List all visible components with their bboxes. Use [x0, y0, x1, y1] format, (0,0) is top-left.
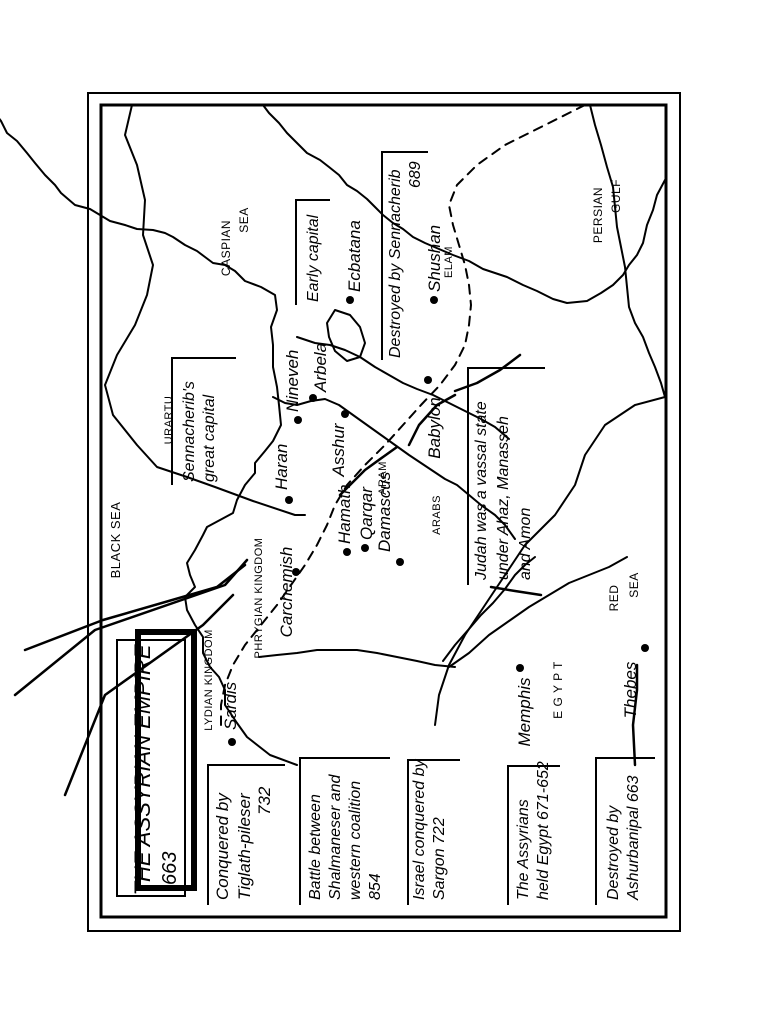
lydian-label: LYDIAN KINGDOM [203, 629, 215, 731]
carchemish-dot [292, 568, 300, 576]
memphis-dot [516, 664, 524, 672]
qarqar-battle-line4: 854 [367, 873, 384, 900]
tiglath-line1: Conquered by [213, 792, 232, 900]
caspian-label-1: CASPIAN [219, 220, 233, 276]
damascus-dot [396, 558, 404, 566]
tiglath-line2: Tiglath-pileser [235, 792, 254, 900]
qarqar-arrow [13, 558, 249, 697]
title-box [116, 629, 197, 897]
persian-label-2: GULF [609, 179, 623, 213]
tigris-river [296, 336, 510, 440]
thebes-dot [641, 644, 649, 652]
asshur-dot [341, 410, 349, 418]
red-sea-label-2: SEA [627, 572, 641, 598]
nineveh-arrow [338, 445, 399, 497]
sardis-label: Sardis [221, 681, 240, 730]
hamath-label: Hamath [335, 484, 354, 544]
israel-line2: Sargon 722 [431, 817, 448, 900]
caspian-label-2: SEA [237, 207, 251, 233]
memphis-label: Memphis [515, 677, 534, 746]
carchemish-label: Carchemish [277, 547, 296, 638]
aram-label: ARAM [377, 461, 389, 495]
egypt-label: E G Y P T [551, 661, 565, 719]
annotation-boxes [171, 151, 655, 905]
black-sea-label: BLACK SEA [108, 502, 123, 579]
nineveh-dot [294, 416, 302, 424]
ecbatana-label: Ecbatana [345, 220, 364, 292]
inner-frame [99, 103, 668, 919]
israel-line1: Israel conquered by [411, 758, 428, 900]
babylon-label: Babylon [425, 397, 444, 458]
qarqar-label: Qarqar [357, 486, 376, 540]
ecbatana-arrow [407, 393, 457, 447]
sennacherib-capital-line1: Sennacherib's [181, 381, 198, 482]
elam-label: ELAM [443, 246, 455, 278]
persian-label-1: PERSIAN [591, 187, 605, 243]
title-line2: 663 [159, 852, 181, 885]
haran-dot [285, 496, 293, 504]
persian-gulf-coast-south [434, 396, 666, 726]
cyprus [326, 309, 366, 362]
nile-river [258, 649, 456, 668]
asshur-label: Asshur [329, 422, 348, 477]
thebes-label: Thebes [621, 661, 640, 718]
egypt-held-line1: The Assyrians [515, 799, 532, 900]
urartu-label: URARTU [163, 396, 175, 445]
outer-frame [87, 92, 681, 932]
title-line1: THE ASSYRIAN EMPIRE [130, 644, 155, 895]
mediterranean-coast [0, 104, 298, 766]
israel-arrow [63, 593, 235, 797]
thebes-destroyed-line2: Ashurbanipal 663 [625, 775, 642, 901]
black-sea-coast [104, 104, 306, 516]
persian-gulf-coast [589, 104, 666, 398]
thebes-arrow [631, 663, 639, 767]
babylon-destroyed-line1: Destroyed by Sennacherib [387, 169, 404, 358]
arabs-label: ARABS [431, 495, 443, 535]
nineveh-label: Nineveh [283, 350, 302, 412]
qarqar-dot [361, 544, 369, 552]
city-dots [228, 296, 649, 746]
red-sea-east [442, 556, 536, 662]
babylon-destroyed-line2: 689 [407, 161, 424, 188]
sardis-dot [228, 738, 236, 746]
phrygian-label: PHRYGIAN KINGDOM [253, 538, 265, 659]
caspian-coast [262, 104, 666, 304]
arbela-dot [309, 394, 317, 402]
tiglath-line3: 732 [255, 786, 274, 815]
qarqar-battle-line3: western coalition [347, 781, 364, 900]
egypt-held-line2: held Egypt 671-652 [535, 761, 552, 900]
sennacherib-capital-line2: great capital [201, 394, 218, 482]
qarqar-battle-line1: Battle between [307, 794, 324, 900]
early-capital-label: Early capital [305, 214, 322, 302]
judah-line2: under Ahaz, Manasseh [495, 416, 512, 580]
haran-label: Haran [272, 444, 291, 490]
shushan-label: Shushan [425, 225, 444, 292]
babylon-dot [424, 376, 432, 384]
thebes-destroyed-line1: Destroyed by [605, 805, 622, 900]
arbela-label: Arbela [311, 343, 330, 393]
red-sea-west [448, 556, 628, 668]
map-geometry [0, 104, 666, 797]
damascus-label: Damascus [375, 471, 394, 552]
shushan-dot [430, 296, 438, 304]
empire-boundary [220, 104, 586, 726]
judah-line1: Judah was a vassal state [473, 401, 490, 581]
babylon-arrow [453, 353, 522, 393]
hamath-dot [343, 548, 351, 556]
tiglath-arrow [23, 563, 247, 652]
ecbatana-dot [346, 296, 354, 304]
red-sea-label-1: RED [607, 585, 621, 612]
judah-line3: and Amon [517, 508, 534, 580]
qarqar-battle-line2: Shalmaneser and [327, 773, 344, 900]
judah-arrow [489, 585, 543, 597]
